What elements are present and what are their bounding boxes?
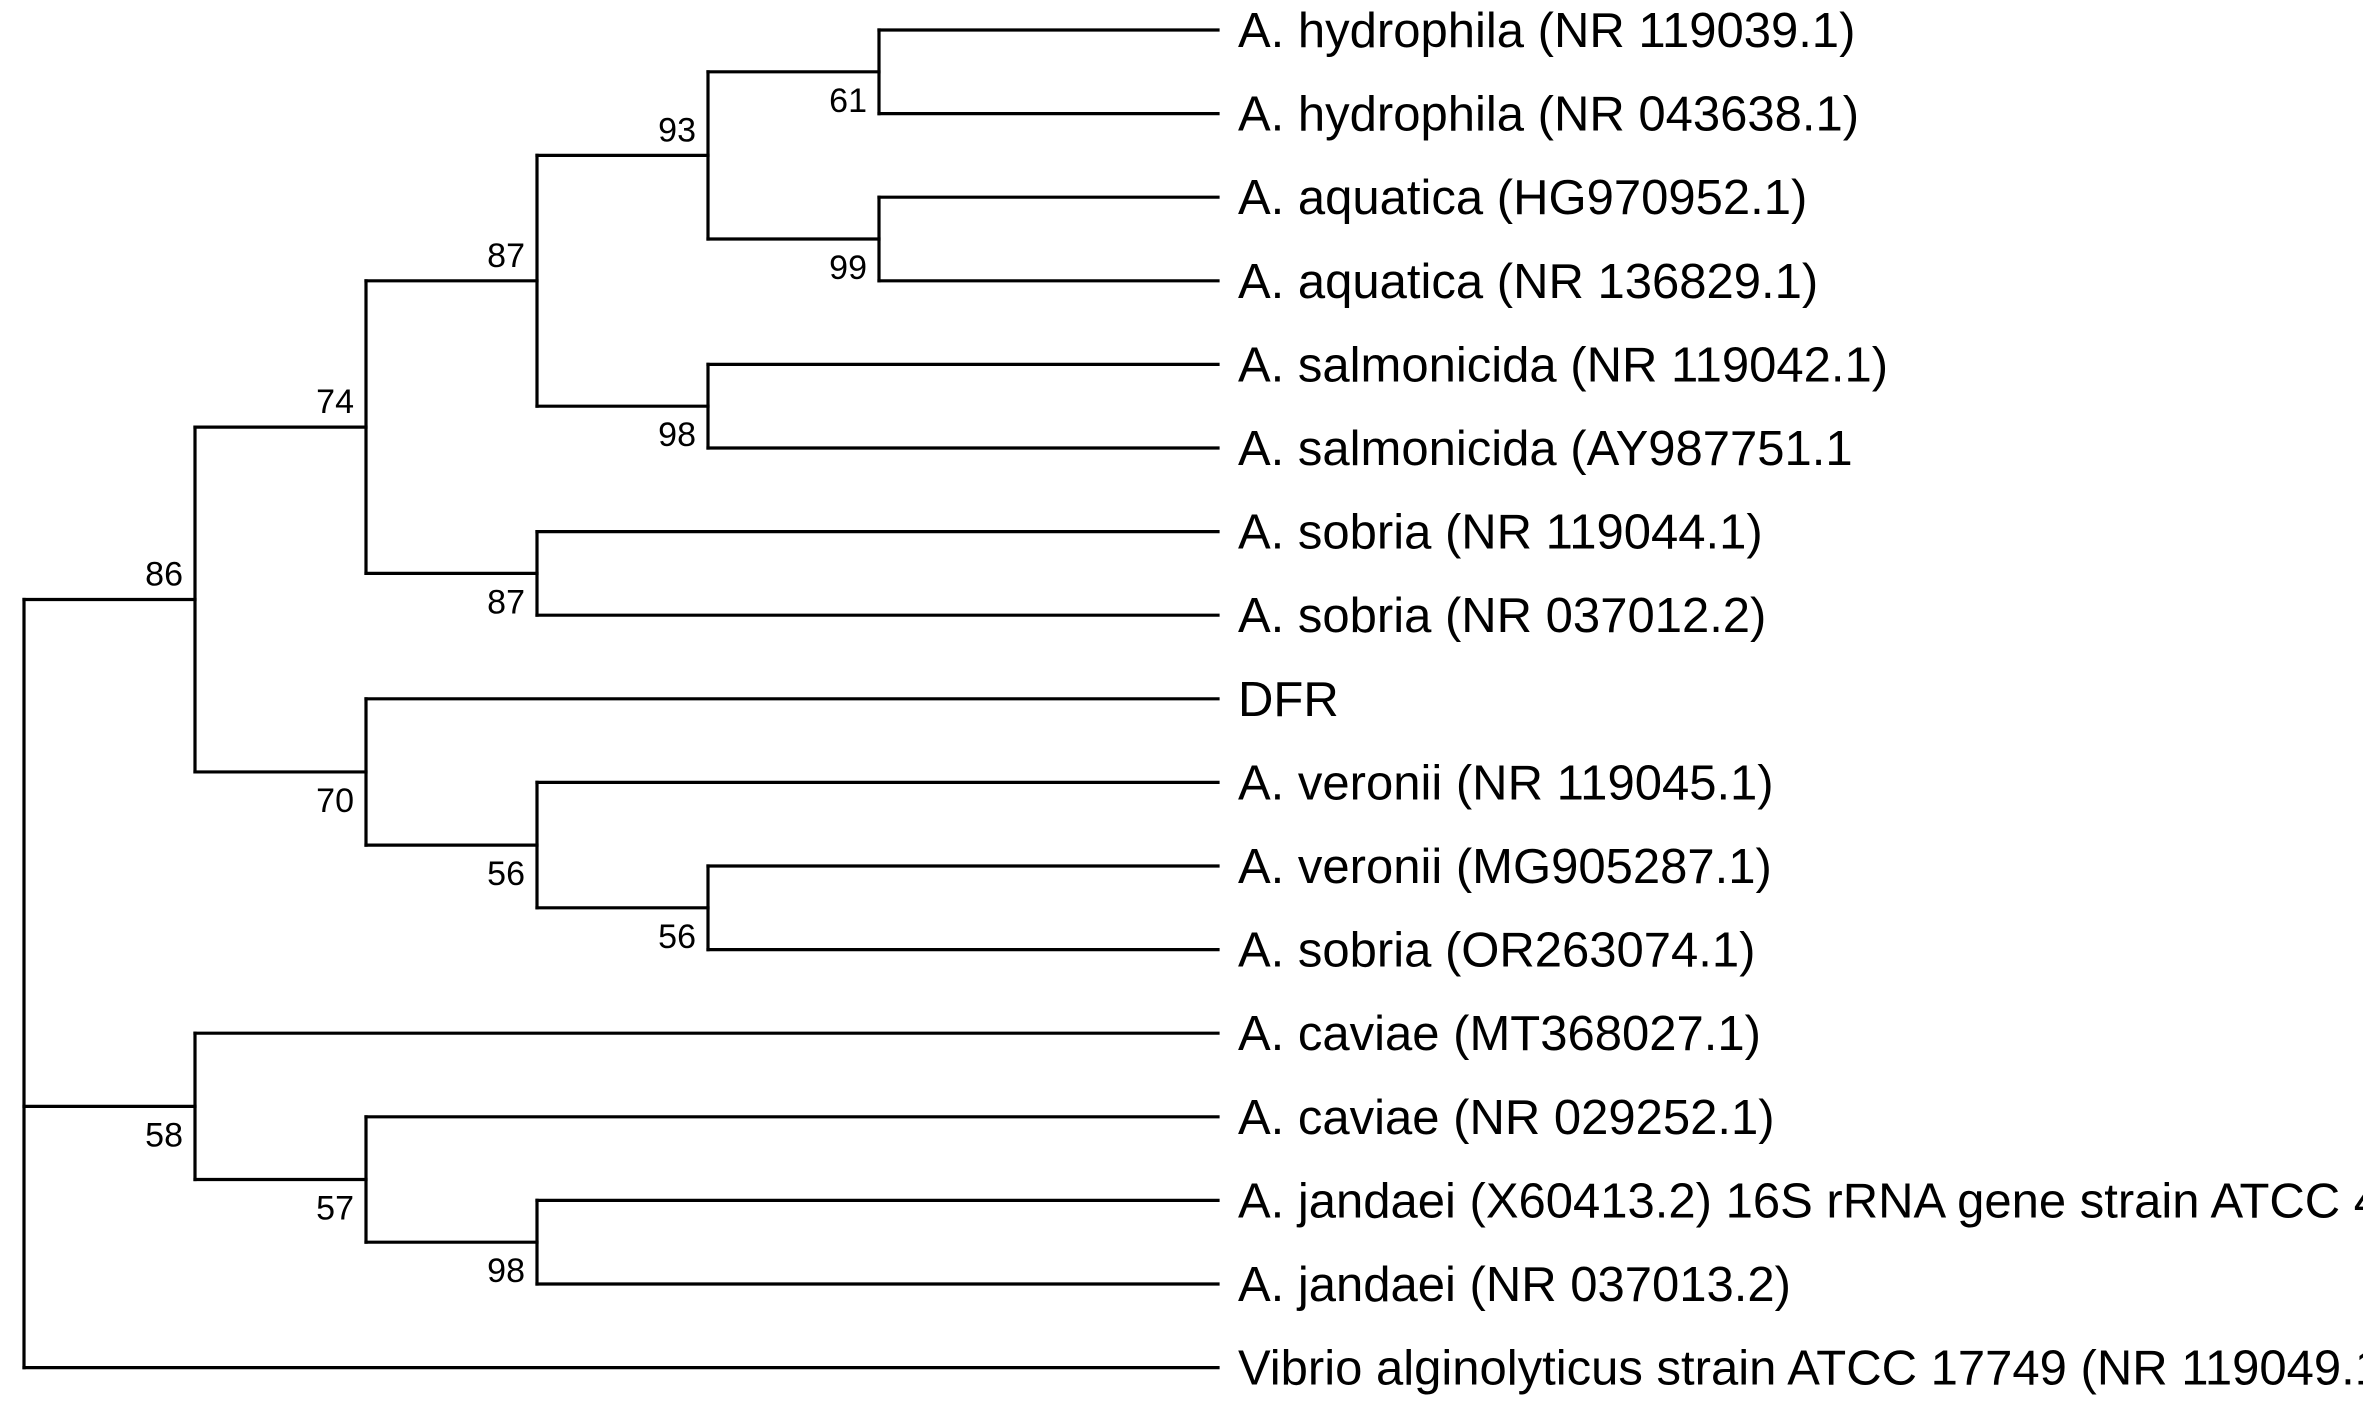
taxon-label: A. sobria (NR 037012.2)	[1238, 589, 1766, 643]
taxon-label: A. jandaei (NR 037013.2)	[1238, 1258, 1791, 1312]
taxon-label: A. caviae (NR 029252.1)	[1238, 1091, 1775, 1145]
bootstrap-value: 56	[487, 855, 525, 893]
bootstrap-value: 98	[487, 1252, 525, 1290]
bootstrap-value: 93	[658, 111, 696, 149]
bootstrap-values: 61 99 93 98 87 87 74 56 56 70 86 98 57 58	[145, 82, 867, 1290]
bootstrap-value: 98	[658, 416, 696, 454]
taxon-label: DFR	[1238, 673, 1339, 727]
bootstrap-value: 87	[487, 237, 525, 275]
taxon-label: A. caviae (MT368027.1)	[1238, 1007, 1761, 1061]
taxon-label: A. veronii (NR 119045.1)	[1238, 756, 1774, 810]
bootstrap-value: 56	[658, 918, 696, 956]
bootstrap-value: 58	[145, 1116, 183, 1154]
bootstrap-value: 86	[145, 556, 183, 594]
bootstrap-value: 99	[829, 249, 867, 287]
taxon-label: A. aquatica (NR 136829.1)	[1238, 255, 1818, 309]
taxon-label: A. hydrophila (NR 119039.1)	[1238, 4, 1855, 58]
taxon-label: A. sobria (NR 119044.1)	[1238, 506, 1763, 560]
taxon-labels: A. hydrophila (NR 119039.1) A. hydrophila…	[1238, 4, 2363, 1396]
taxon-label: A. salmonicida (NR 119042.1)	[1238, 338, 1888, 392]
taxon-label: A. hydrophila (NR 043638.1)	[1238, 88, 1859, 142]
tree-branches	[22, 28, 1220, 1370]
taxon-label: A. salmonicida (AY987751.1	[1238, 422, 1853, 476]
bootstrap-value: 70	[316, 782, 354, 820]
bootstrap-value: 87	[487, 583, 525, 621]
taxon-label: Vibrio alginolyticus strain ATCC 17749 (…	[1238, 1342, 2363, 1396]
taxon-label: A. jandaei (X60413.2) 16S rRNA gene stra…	[1238, 1174, 2363, 1228]
taxon-label: A. sobria (OR263074.1)	[1238, 924, 1756, 978]
taxon-label: A. veronii (MG905287.1)	[1238, 840, 1772, 894]
bootstrap-value: 61	[829, 82, 867, 120]
bootstrap-value: 57	[316, 1190, 354, 1228]
taxon-label: A. aquatica (HG970952.1)	[1238, 171, 1807, 225]
bootstrap-value: 74	[316, 383, 354, 421]
